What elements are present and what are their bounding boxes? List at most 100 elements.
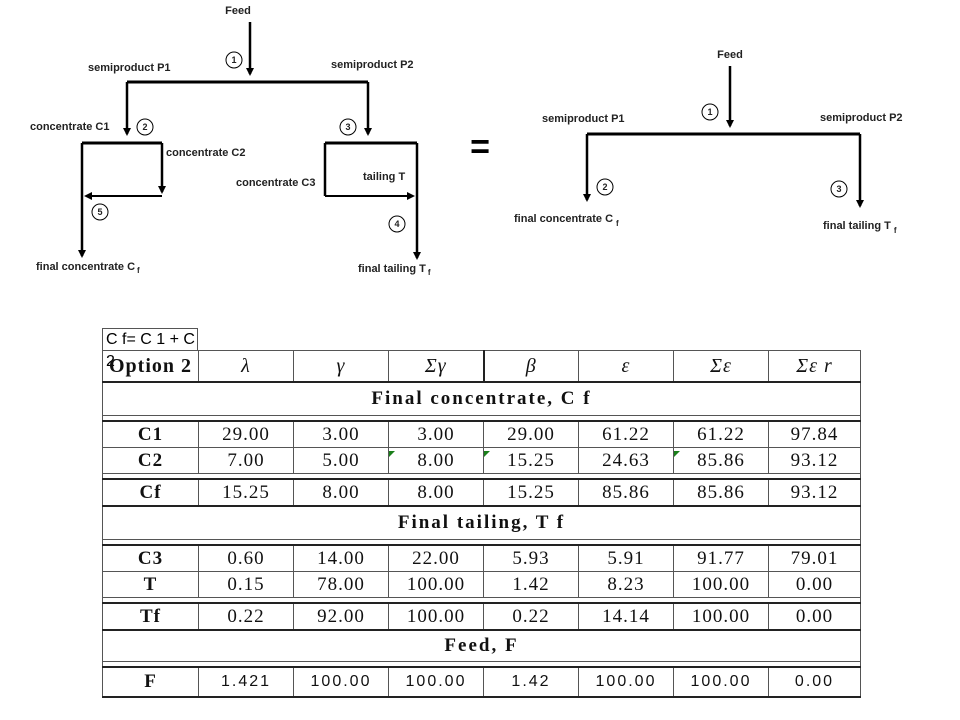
left-p2-label: semiproduct P2 [331, 59, 414, 71]
results-table: Option 2 λ γ Σγ β ε Σε Σε r Final concen… [102, 350, 861, 698]
table-row: F 1.421 100.00 100.00 1.42 100.00 100.00… [102, 666, 861, 698]
cell: 29.00 [483, 420, 579, 448]
right-node-2-label: 2 [602, 182, 607, 192]
cell: 0.22 [198, 602, 294, 631]
flowsheet-diagrams: Feed 1 semiproduct P1 semiproduct P2 2 3… [30, 5, 903, 277]
tailing-t-label: tailing T [363, 171, 405, 183]
section-row: Feed, F [102, 629, 861, 662]
cell: 3.00 [388, 420, 484, 448]
row-label: F [102, 666, 199, 698]
cell: 100.00 [388, 666, 484, 698]
formula-label: C f= C 1 + C 2 [102, 328, 198, 370]
cell: 15.25 [198, 478, 294, 507]
c2-label: concentrate C2 [166, 147, 245, 159]
right-p1-label: semiproduct P1 [542, 113, 625, 125]
cell: 3.00 [293, 420, 389, 448]
row-label: C2 [102, 447, 199, 474]
left-flowsheet: Feed 1 semiproduct P1 semiproduct P2 2 3… [30, 5, 431, 277]
node-5-label: 5 [97, 207, 102, 217]
cell: 7.00 [198, 447, 294, 474]
right-flowsheet: Feed 1 semiproduct P1 semiproduct P2 2 3… [514, 49, 903, 235]
right-node-3-label: 3 [836, 184, 841, 194]
right-p2-label: semiproduct P2 [820, 112, 903, 124]
cell: 5.00 [293, 447, 389, 474]
row-spacer [102, 539, 861, 545]
cell: 1.42 [483, 571, 579, 598]
header-epsilon: ε [578, 350, 674, 383]
table-row: C1 29.00 3.00 3.00 29.00 61.22 61.22 97.… [102, 420, 861, 448]
section-title-concentrate: Final concentrate, C f [102, 381, 861, 416]
right-node-2-circle [596, 178, 614, 196]
results-table-wrap: Option 2 λ γ Σγ β ε Σε Σε r Final concen… [102, 350, 861, 698]
cell: 85.86 [578, 478, 674, 507]
row-label: C3 [102, 544, 199, 572]
cell: 8.00 [388, 478, 484, 507]
cell: 22.00 [388, 544, 484, 572]
section-title-tailing: Final tailing, T f [102, 505, 861, 540]
cell: 61.22 [673, 420, 769, 448]
header-beta: β [482, 350, 579, 383]
node-3-label: 3 [345, 122, 350, 132]
node-4-circle [388, 215, 406, 233]
cell: 0.00 [768, 602, 861, 631]
cell: 0.00 [768, 571, 861, 598]
cell: 85.86 [673, 478, 769, 507]
node-2-circle [136, 118, 154, 136]
error-tick-icon [674, 451, 680, 457]
table-row: Cf 15.25 8.00 8.00 15.25 85.86 85.86 93.… [102, 478, 861, 507]
cell: 15.25 [483, 478, 579, 507]
cell: 100.00 [388, 571, 484, 598]
row-spacer [102, 473, 861, 479]
cell: 100.00 [388, 602, 484, 631]
cell: 100.00 [578, 666, 674, 698]
table-header-row: Option 2 λ γ Σγ β ε Σε Σε r [102, 350, 861, 383]
row-label: T [102, 571, 199, 598]
table-row: T 0.15 78.00 100.00 1.42 8.23 100.00 0.0… [102, 571, 861, 598]
cell: 97.84 [768, 420, 861, 448]
cell: 14.00 [293, 544, 389, 572]
table-row: Tf 0.22 92.00 100.00 0.22 14.14 100.00 0… [102, 602, 861, 631]
right-feed-label: Feed [717, 49, 743, 61]
table-row: C3 0.60 14.00 22.00 5.93 5.91 91.77 79.0… [102, 544, 861, 572]
row-label: C1 [102, 420, 199, 448]
cell: 8.23 [578, 571, 674, 598]
right-node-1-circle [701, 103, 719, 121]
left-p1-label: semiproduct P1 [88, 62, 171, 74]
c1-label: concentrate C1 [30, 121, 109, 133]
cell: 0.60 [198, 544, 294, 572]
header-sum-epsilon: Σε [673, 350, 769, 383]
cell: 5.91 [578, 544, 674, 572]
node-4-label: 4 [394, 219, 399, 229]
cell: 93.12 [768, 447, 861, 474]
header-sum-gamma: Σγ [388, 350, 484, 383]
section-title-feed: Feed, F [102, 629, 861, 662]
cell: 100.00 [673, 602, 769, 631]
row-label: Tf [102, 602, 199, 631]
header-lambda: λ [198, 350, 294, 383]
equals-sign: = [470, 128, 490, 166]
row-spacer [102, 661, 861, 667]
cell: 24.63 [578, 447, 674, 474]
row-spacer [102, 597, 861, 603]
left-feed-label: Feed [225, 5, 251, 17]
cell: 5.93 [483, 544, 579, 572]
cell: 15.25 [483, 447, 579, 474]
cell: 0.15 [198, 571, 294, 598]
cell: 8.00 [388, 447, 484, 474]
cell: 93.12 [768, 478, 861, 507]
header-sum-epsilon-r: Σε r [768, 350, 861, 383]
node-3-circle [339, 118, 357, 136]
node-2-label: 2 [142, 122, 147, 132]
c3-label: concentrate C3 [236, 177, 315, 189]
table-row: C2 7.00 5.00 8.00 15.25 24.63 85.86 93.1… [102, 447, 861, 474]
cell: 8.00 [293, 478, 389, 507]
cell: 100.00 [673, 571, 769, 598]
section-row: Final concentrate, C f [102, 381, 861, 416]
right-node-3-circle [830, 180, 848, 198]
cell: 14.14 [578, 602, 674, 631]
cell: 0.00 [768, 666, 861, 698]
option-label: Option 2 [102, 350, 199, 383]
